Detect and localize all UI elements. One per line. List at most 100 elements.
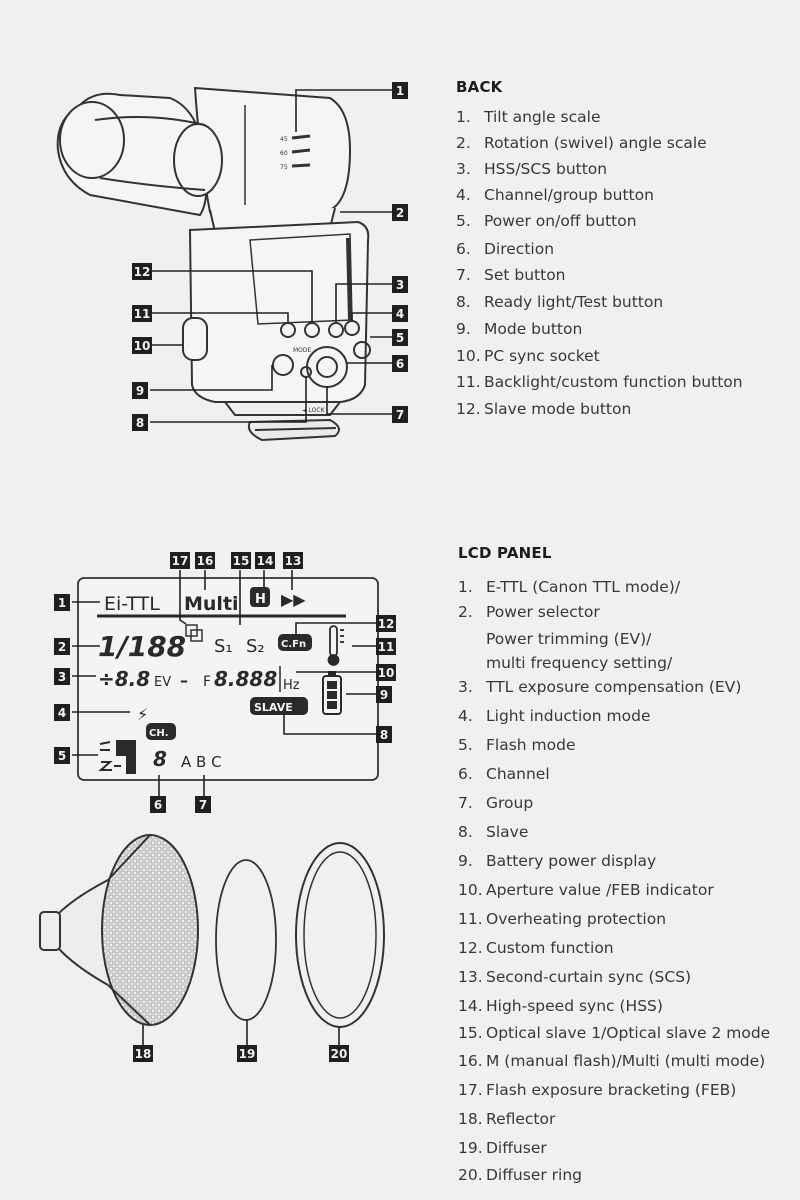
back-item: 12.Slave mode button	[456, 400, 631, 418]
back-item: 11.Backlight/custom function button	[456, 373, 743, 391]
callout-number: 7	[396, 408, 404, 422]
lcd-item: 11.Overheating protection	[458, 907, 666, 931]
ch-badge-bg	[146, 723, 176, 740]
callout-number: 9	[136, 384, 144, 398]
lcd-hss-badge-text: H	[255, 592, 266, 607]
lcd-item: 12.Custom function	[458, 936, 614, 960]
callout-6: 6	[392, 355, 408, 372]
callout-number: 12	[378, 617, 395, 631]
lcd-item-number: 7.	[458, 794, 473, 812]
callout-number: 6	[154, 798, 162, 812]
back-item-number: 6.	[456, 240, 471, 258]
thermometer-icon	[327, 625, 344, 666]
lcd-panel-heading: LCD PANEL	[458, 544, 552, 562]
callout-7: 7	[195, 796, 211, 813]
lcd-dash: –	[180, 671, 188, 690]
lcd-item-label: Reflector	[486, 1110, 556, 1128]
callout-number: 8	[380, 728, 388, 742]
back-item: 5.Power on/off button	[456, 212, 637, 230]
lcd-item-label: Power trimming (EV)/	[486, 630, 652, 648]
lcd-item-number: 14.	[458, 997, 483, 1015]
back-item: 3.HSS/SCS button	[456, 160, 607, 178]
callout-box	[54, 594, 70, 611]
callout-11: 11	[376, 638, 396, 655]
callout-box	[392, 305, 408, 322]
callout-20: 20	[329, 1045, 349, 1062]
callout-number: 1	[58, 596, 66, 610]
callout-12: 12	[376, 615, 396, 632]
lcd-item: 6.Channel	[458, 762, 550, 786]
lcd-item-label: Slave	[486, 823, 529, 841]
callout-number: 12	[134, 265, 151, 279]
callout-box	[392, 329, 408, 346]
lcd-item-number: 2.	[458, 603, 473, 621]
callout-box	[376, 664, 396, 681]
lcd-item-number: 8.	[458, 823, 473, 841]
scale-labels: 45 60 75 ◄ LOCK MODE	[280, 136, 326, 414]
back-item: 4.Channel/group button	[456, 186, 654, 204]
callout-number: 2	[396, 206, 404, 220]
lcd-item-label: Overheating protection	[486, 910, 667, 928]
lcd-item-label: E-TTL (Canon TTL mode)/	[486, 578, 681, 596]
lcd-ev-value: ÷8.8	[98, 667, 150, 691]
callout-2: 2	[54, 638, 70, 655]
lcd-item-number: 5.	[458, 736, 473, 754]
callout-box	[54, 747, 70, 764]
lcd-item: 13.Second-curtain sync (SCS)	[458, 965, 691, 989]
back-item-label: Slave mode button	[484, 400, 632, 418]
callout-box	[133, 1045, 153, 1062]
diffuser-ring-drawing	[295, 842, 385, 1028]
callout-15: 15	[231, 552, 251, 569]
lcd-item-number: 13.	[458, 968, 483, 986]
callout-14: 14	[255, 552, 275, 569]
back-item-label: Channel/group button	[484, 186, 654, 204]
battery-icon	[322, 671, 342, 715]
callout-13: 13	[283, 552, 303, 569]
callout-number: 14	[257, 554, 274, 568]
lcd-item-number: 15.	[458, 1024, 483, 1042]
lcd-item-label: multi frequency setting/	[486, 654, 673, 672]
callout-9: 9	[376, 686, 392, 703]
lcd-scs-icon: ▶▶	[281, 590, 306, 609]
callout-number: 7	[199, 798, 207, 812]
back-item-number: 1.	[456, 108, 471, 126]
back-item-number: 11.	[456, 373, 481, 391]
callout-number: 4	[396, 307, 404, 321]
callout-4: 4	[392, 305, 408, 322]
lcd-item-label: Power selector	[486, 603, 600, 621]
lcd-item-number: 1.	[458, 578, 473, 596]
callout-3: 3	[392, 276, 408, 293]
lcd-item-label: Battery power display	[486, 852, 657, 870]
lcd-item: 5. Flash mode	[458, 733, 576, 757]
callout-number: 1	[396, 84, 404, 98]
callout-number: 10	[134, 339, 151, 353]
callout-number: 3	[396, 278, 404, 292]
lcd-item: 2. Power selector	[458, 600, 600, 624]
callout-number: 2	[58, 640, 66, 654]
lcd-item: 7.Group	[458, 791, 533, 815]
lcd-item: 4.Light induction mode	[458, 704, 651, 728]
back-item: 8.Ready light/Test button	[456, 293, 663, 311]
callout-box	[195, 796, 211, 813]
lcd-item-label: Flash mode	[486, 736, 576, 754]
callout-box	[54, 668, 70, 685]
lock-label: ◄ LOCK	[302, 407, 326, 414]
lcd-item-label: TTL exposure compensation (EV)	[486, 678, 742, 696]
back-item: 6.Direction	[456, 240, 554, 258]
callout-box	[150, 796, 166, 813]
callout-box	[376, 726, 392, 743]
lcd-slave-text: SLAVE	[254, 701, 293, 714]
back-item-label: HSS/SCS button	[484, 160, 608, 178]
back-item-number: 5.	[456, 212, 471, 230]
callout-number: 20	[331, 1047, 348, 1061]
callout-6: 6	[150, 796, 166, 813]
hss-badge-bg	[250, 587, 270, 607]
lcd-item: 8. Slave	[458, 820, 528, 844]
callout-number: 4	[58, 706, 66, 720]
callout-box	[376, 638, 396, 655]
lcd-item: 9.Battery power display	[458, 849, 656, 873]
lcd-item: 15.Optical slave 1/Optical slave 2 mode	[458, 1021, 770, 1045]
lcd-f-value: 8.888	[214, 667, 277, 691]
back-leader-lines	[150, 89, 392, 423]
lcd-ettl-text: Ei-TTL	[104, 593, 160, 615]
